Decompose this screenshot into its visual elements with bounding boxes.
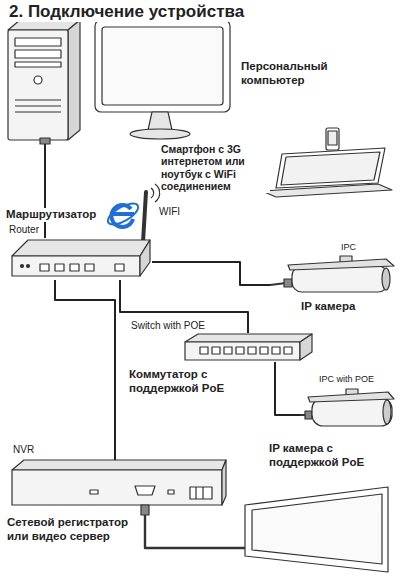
network-cable [152, 262, 270, 285]
device-label-en: Switch with POE [130, 320, 206, 332]
wireless-label: WIFI [158, 206, 181, 218]
mobile-node: Смартфон с 3G интернетом или ноутбук с W… [258, 126, 394, 198]
device-label: Смартфон с 3G интернетом или ноутбук с W… [160, 143, 270, 193]
device-label: IP камера с поддержкой PoE [268, 442, 395, 469]
router-node: МаршрутизаторRouter [12, 238, 152, 280]
ip-camera [270, 256, 394, 292]
browser-logo [105, 199, 141, 228]
device-label: Маршрутизатор [5, 208, 97, 222]
computer-node: Персональный компьютер [5, 18, 233, 142]
device-label-en: NVR [12, 444, 35, 456]
camera-node: IPCIP камера [270, 255, 396, 297]
device-label: Персональный компьютер [240, 60, 352, 87]
device-label: IP камера [300, 300, 356, 314]
switch-node: Switch with POEКоммутатор с поддержкой P… [185, 333, 312, 362]
network-cable [275, 362, 300, 415]
pc-monitor [95, 20, 230, 139]
poe-camera-node: IPC with POEIP камера с поддержкой PoE [300, 388, 396, 436]
network-cable [44, 142, 46, 238]
poe-switch [185, 334, 312, 360]
device-label-en: IPC [340, 242, 357, 253]
device-label-en: Router [8, 224, 40, 236]
network-cable [55, 280, 115, 460]
display-monitor [145, 487, 388, 572]
poe-camera [300, 389, 394, 426]
device-label: Сетевой регистратор или видео сервер [6, 516, 142, 543]
smartphone-laptop [262, 128, 392, 197]
nvr [12, 460, 226, 515]
pc-tower [8, 20, 80, 144]
nvr-node: NVRСетевой регистратор или видео сервер [12, 460, 226, 506]
wifi-waves [151, 184, 160, 202]
network-cable [120, 280, 248, 333]
device-label: Коммутатор с поддержкой PoE [128, 368, 250, 395]
diagram-title: 2. Подключение устройства [8, 2, 245, 22]
device-label-en: IPC with POE [318, 374, 375, 385]
